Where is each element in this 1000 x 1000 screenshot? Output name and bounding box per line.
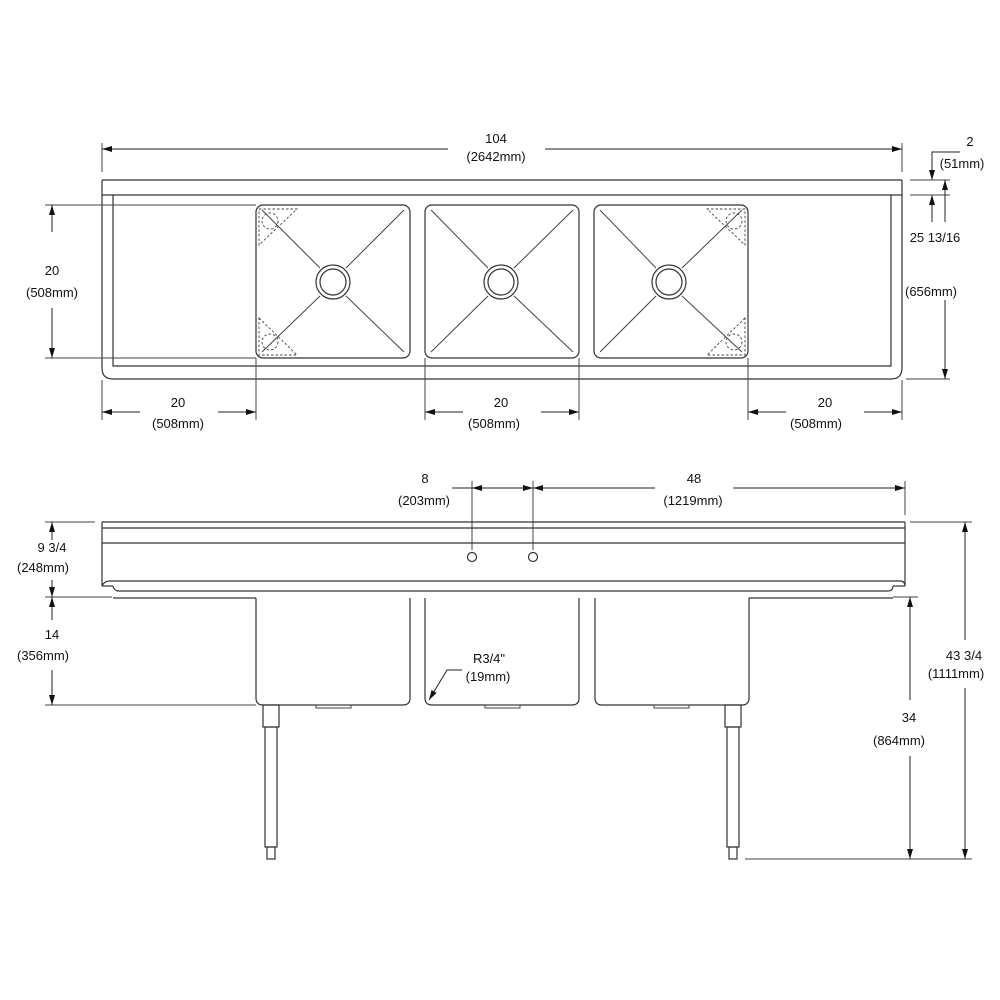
faucet-to-end-value: 48: [687, 471, 701, 486]
left-bowl-front: [113, 597, 411, 709]
right-bowl-top: [593, 204, 749, 359]
work-height-value: 34: [902, 710, 916, 725]
faucet-spacing-value: 8: [421, 471, 428, 486]
front-bowl-depth-mm: (356mm): [17, 648, 69, 663]
overall-height-value: 43 3/4: [946, 648, 982, 663]
dim-front-bowl-depth: 14 (356mm): [17, 597, 256, 706]
dim-faucet-to-end: 48 (1219mm): [533, 471, 906, 515]
overall-length-value: 104: [485, 131, 507, 146]
backsplash-height-value: 9 3/4: [38, 540, 67, 555]
work-height-mm: (864mm): [873, 733, 925, 748]
dim-bowl-depth-top: 20 (508mm): [26, 204, 256, 359]
front-bowl-depth-value: 14: [45, 627, 59, 642]
top-view: 104 (2642mm): [26, 131, 984, 431]
dim-overall-height: 43 3/4 (1111mm): [910, 521, 984, 859]
left-bowl-top: [255, 204, 411, 359]
dim-work-height: 34 (864mm): [745, 596, 972, 860]
dim-overall-depth: 25 13/16 (656mm): [905, 180, 961, 380]
corner-radius-callout: R3/4" (19mm): [428, 651, 511, 701]
sink-top-outline: [101, 179, 903, 380]
faucet-spacing-mm: (203mm): [398, 493, 450, 508]
dim-left-drainboard: 20 (508mm): [101, 358, 257, 431]
bowl-depth-value: 20: [45, 263, 59, 278]
bowl-width-value: 20: [494, 395, 508, 410]
dim-right-drainboard: 20 (508mm): [747, 358, 903, 431]
sink-front-body: [101, 521, 906, 592]
overall-height-mm: (1111mm): [928, 666, 984, 681]
bowl-width-mm: (508mm): [468, 416, 520, 431]
backsplash-depth-mm: (51mm): [940, 156, 985, 171]
faucet-hole-left: [466, 551, 478, 563]
faucet-to-end-mm: (1219mm): [663, 493, 722, 508]
backsplash-height-mm: (248mm): [17, 560, 69, 575]
overall-depth-value: 25 13/16: [910, 230, 961, 245]
corner-radius-mm: (19mm): [466, 669, 511, 684]
left-drainboard-mm: (508mm): [152, 416, 204, 431]
center-bowl-top: [424, 204, 580, 359]
left-drainboard-value: 20: [171, 395, 185, 410]
overall-length-mm: (2642mm): [466, 149, 525, 164]
right-drainboard-value: 20: [818, 395, 832, 410]
corner-radius-value: R3/4": [473, 651, 505, 666]
right-bowl-front: [594, 597, 893, 709]
right-leg: [724, 704, 742, 860]
overall-depth-mm: (656mm): [905, 284, 957, 299]
dim-overall-length: 104 (2642mm): [101, 131, 903, 172]
front-view: 8 (203mm) 48 (1219mm): [17, 471, 984, 860]
right-drainboard-mm: (508mm): [790, 416, 842, 431]
dim-backsplash-height: 9 3/4 (248mm): [17, 521, 112, 598]
dim-bowl-width: 20 (508mm): [424, 358, 580, 431]
dim-backsplash-depth: 2 (51mm): [910, 134, 984, 222]
backsplash-depth-value: 2: [966, 134, 973, 149]
dim-faucet-spacing: 8 (203mm): [398, 471, 534, 550]
faucet-hole-right: [527, 551, 539, 563]
left-leg: [262, 704, 280, 860]
center-bowl-front: [424, 598, 580, 709]
bowl-depth-mm: (508mm): [26, 285, 78, 300]
